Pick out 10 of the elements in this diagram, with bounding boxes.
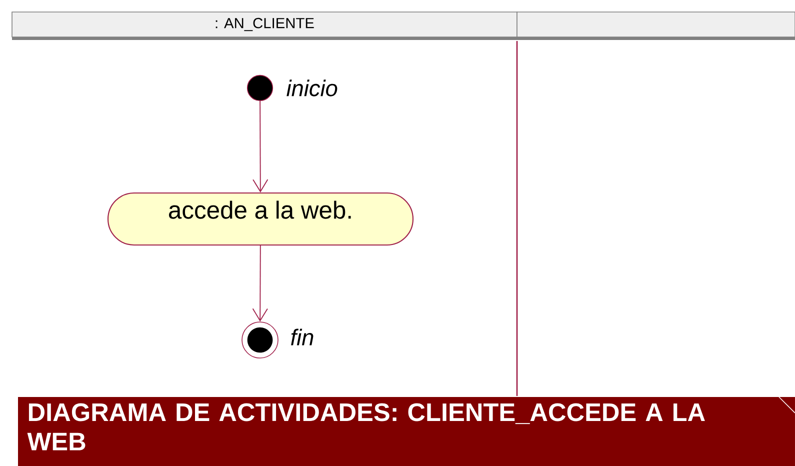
arrow xyxy=(252,100,268,192)
node-caption: inicio xyxy=(286,80,338,96)
lane-header: : AN_CLIENTE xyxy=(12,12,518,38)
node-caption: fin xyxy=(291,328,314,346)
arrow xyxy=(252,245,268,322)
end-node xyxy=(242,322,278,358)
title-banner: DIAGRAMA DE ACTIVIDADES: CLIENTE_ACCEDE A LA WEB xyxy=(18,396,795,466)
activity-box: accede a la web. xyxy=(107,192,414,246)
start-node xyxy=(246,74,274,102)
lane-header xyxy=(516,12,795,38)
